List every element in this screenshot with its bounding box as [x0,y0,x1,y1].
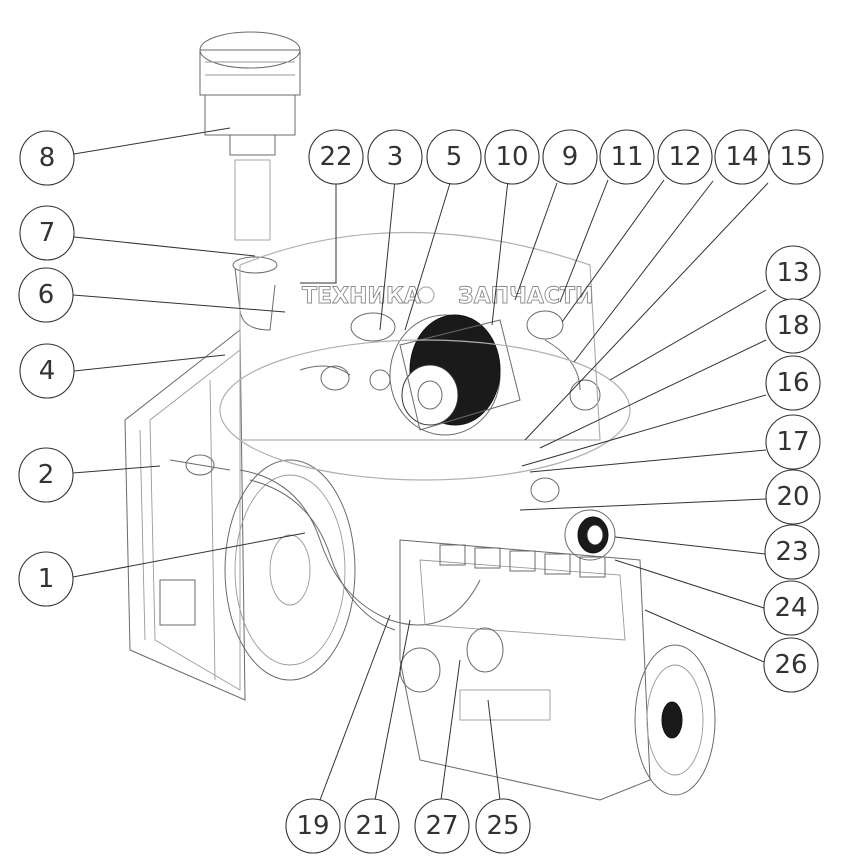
svg-text:27: 27 [425,811,458,841]
callout: 23 [764,524,820,580]
callout: 18 [765,298,821,354]
svg-text:10: 10 [495,142,528,172]
callout: 14 [714,129,770,185]
turbocharger [564,509,616,561]
svg-text:7: 7 [39,218,56,248]
svg-text:3: 3 [387,142,404,172]
svg-text:8: 8 [39,143,56,173]
callout: 27 [414,798,470,854]
callout: 21 [344,798,400,854]
svg-text:4: 4 [39,356,56,386]
flywheel-housing [634,644,716,796]
svg-text:22: 22 [319,142,352,172]
callout: 11 [599,129,655,185]
air-filter-top [199,31,301,241]
callout: 10 [484,129,540,185]
svg-text:25: 25 [486,811,519,841]
svg-text:17: 17 [776,427,809,457]
callout: 3 [367,129,423,185]
callout: 25 [475,798,531,854]
callout: 17 [765,414,821,470]
engine-block [399,539,651,801]
callout: 4 [19,343,75,399]
callout: 9 [542,129,598,185]
callout: 13 [765,245,821,301]
svg-text:1: 1 [38,564,55,594]
svg-text:23: 23 [775,537,808,567]
svg-text:13: 13 [776,258,809,288]
svg-text:9: 9 [562,142,579,172]
svg-text:21: 21 [355,811,388,841]
callout: 1 [18,551,74,607]
callout: 20 [765,469,821,525]
svg-text:2: 2 [38,460,55,490]
callouts: 8 22 3 5 10 9 11 12 14 15 7 6 13 4 18 16… [18,129,824,854]
callout: 16 [765,355,821,411]
svg-text:16: 16 [776,368,809,398]
svg-text:26: 26 [774,650,807,680]
fan [224,459,356,681]
svg-text:14: 14 [725,142,758,172]
radiator [124,328,246,701]
svg-text:19: 19 [296,811,329,841]
svg-text:5: 5 [446,142,463,172]
watermark-logo: ТЕХНИКА ЗАПЧАСТИ [219,231,631,481]
svg-text:12: 12 [668,142,701,172]
watermark-left-text: ТЕХНИКА [302,284,421,309]
callout: 19 [285,798,341,854]
callout: 5 [426,129,482,185]
leader-lines [72,127,769,801]
callout: 6 [18,267,74,323]
svg-text:11: 11 [610,142,643,172]
callout: 7 [19,205,75,261]
callout: 15 [768,129,824,185]
callout: 24 [763,580,819,636]
svg-text:6: 6 [38,280,55,310]
watermark-right-text: ЗАПЧАСТИ [458,284,593,309]
callout: 8 [19,130,75,186]
callout: 26 [763,637,819,693]
callout: 12 [657,129,713,185]
svg-text:18: 18 [776,311,809,341]
svg-text:24: 24 [774,593,807,623]
svg-text:15: 15 [779,142,812,172]
callout: 2 [18,447,74,503]
hoses [169,310,601,631]
svg-text:20: 20 [776,482,809,512]
callout: 22 [308,129,364,185]
air-cleaner-housing [389,314,521,436]
